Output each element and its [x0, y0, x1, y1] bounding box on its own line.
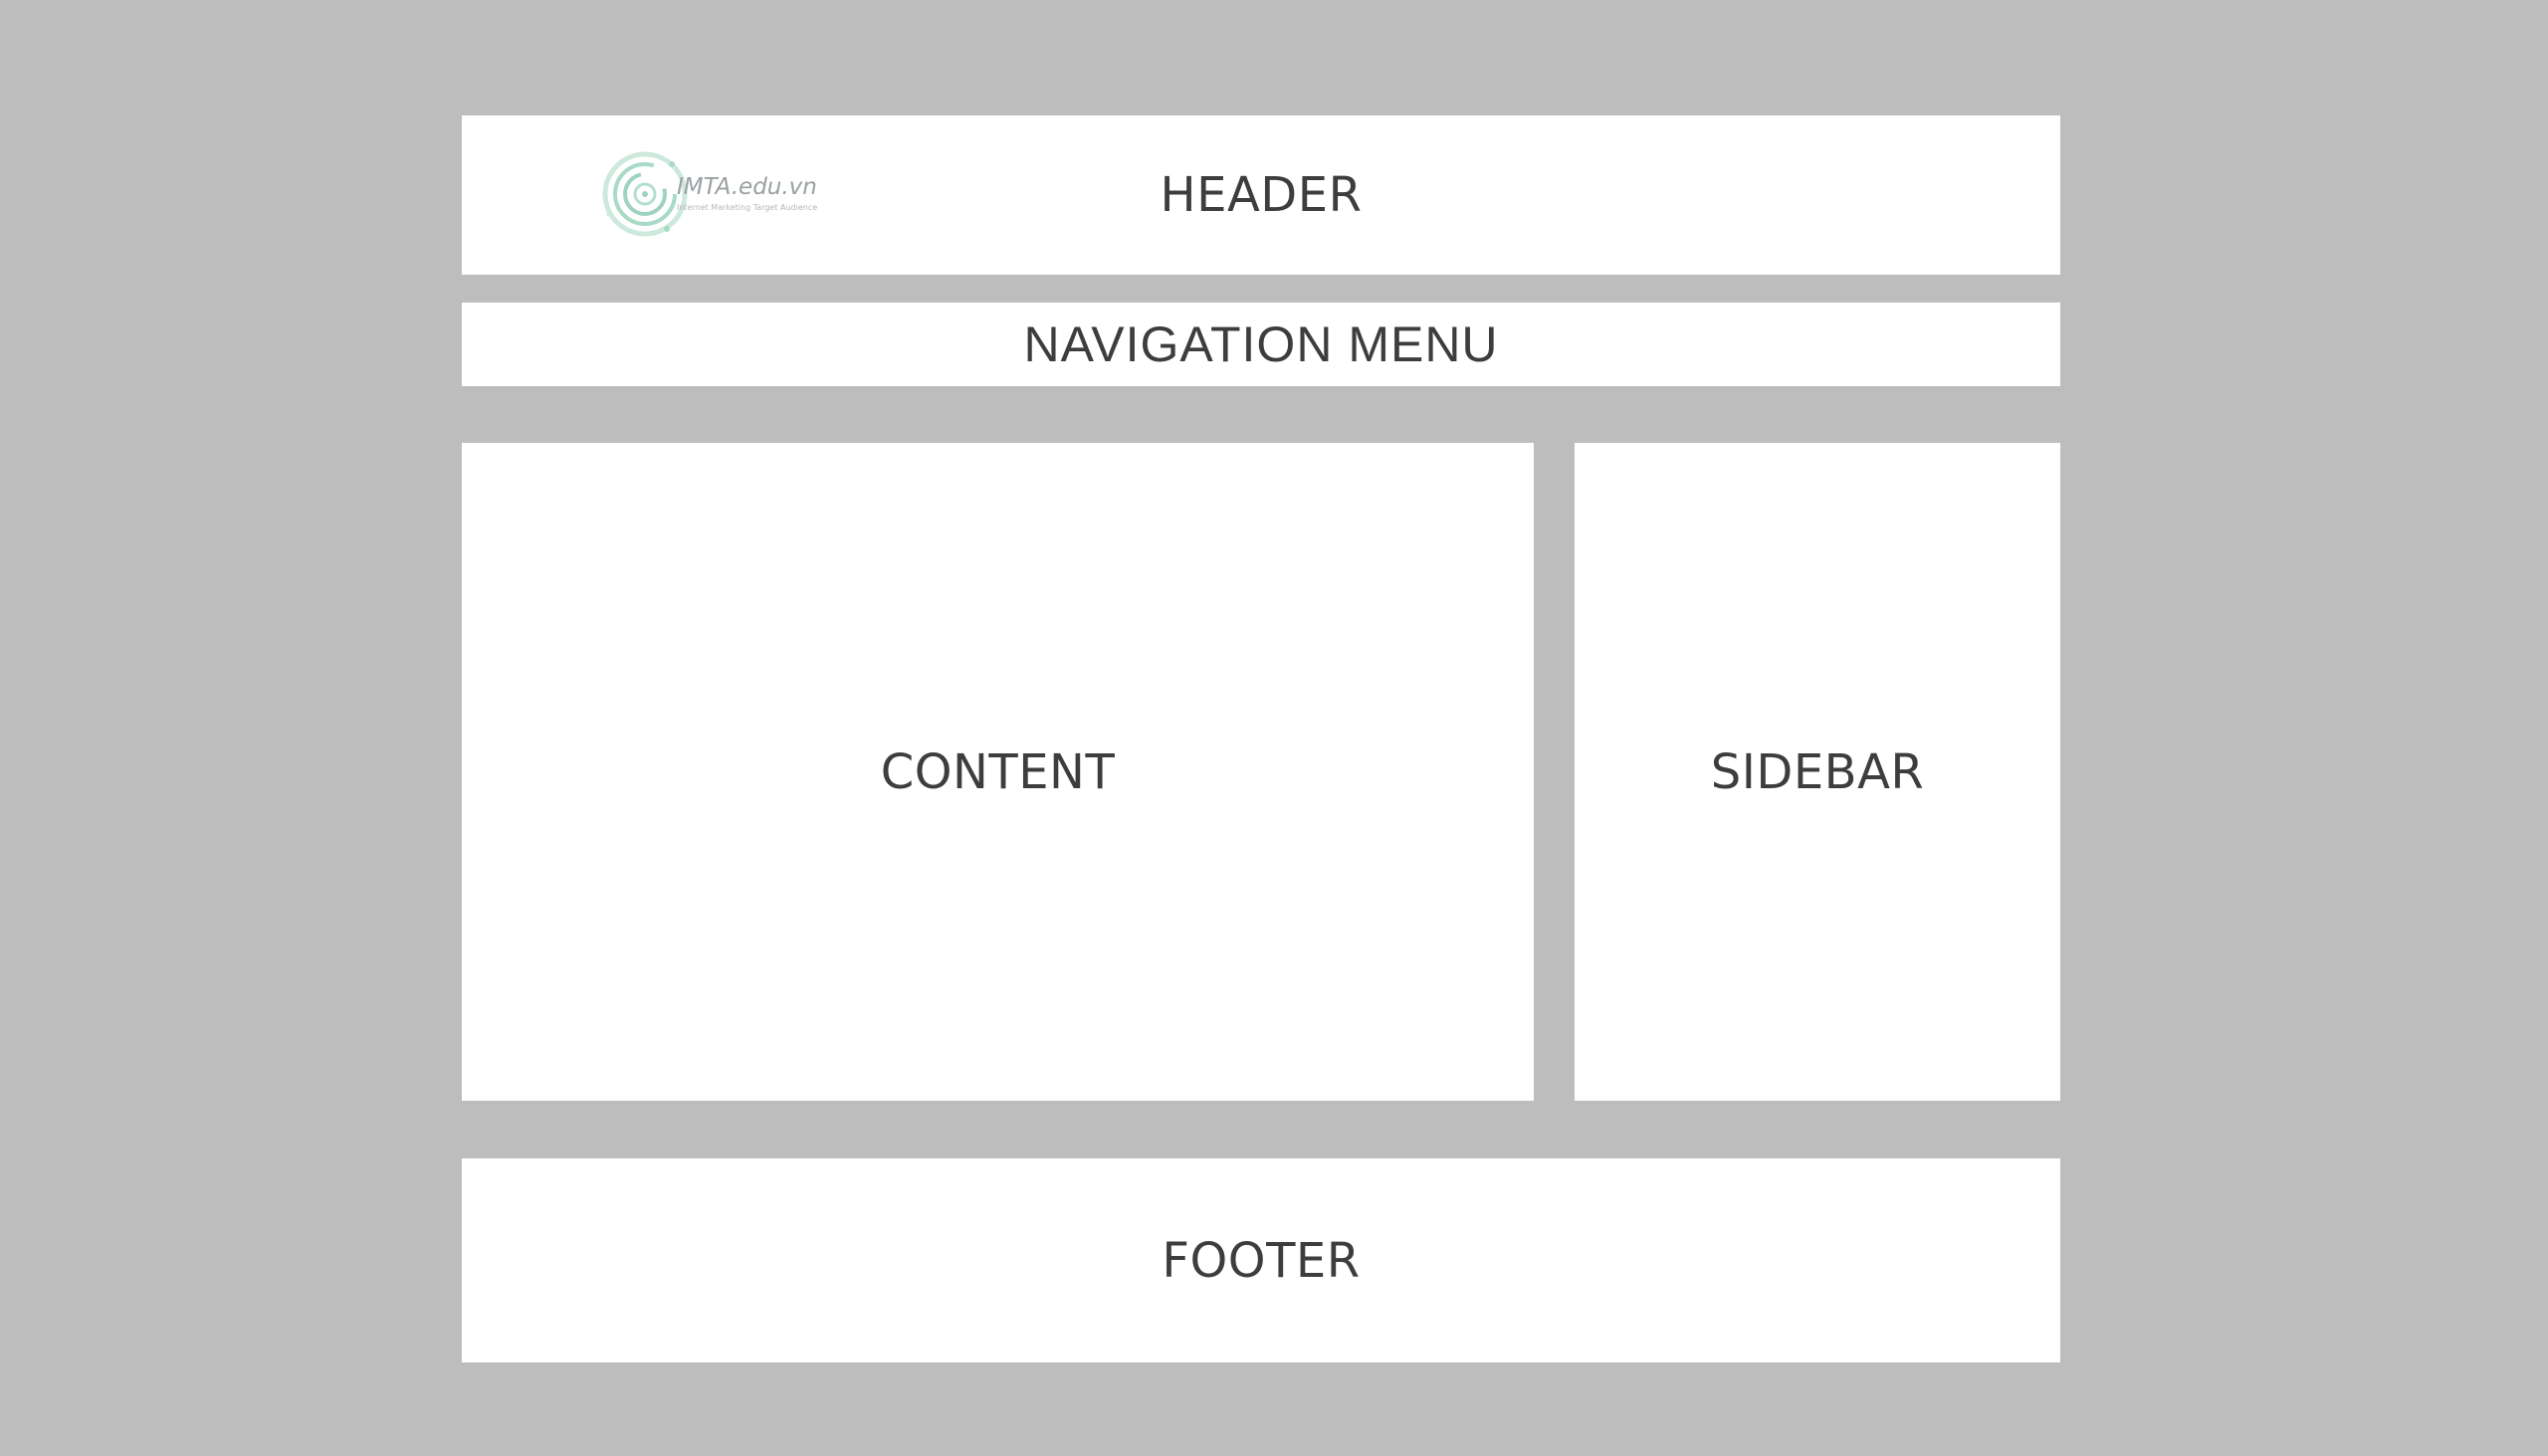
content-label: CONTENT: [880, 743, 1116, 800]
logo-name: IMTA.edu.vn: [677, 174, 817, 200]
logo: IMTA.edu.vn Internet Marketing Target Au…: [597, 144, 817, 244]
circular-logo-icon: [602, 151, 688, 237]
sidebar-label: SIDEBAR: [1710, 743, 1925, 800]
navigation-menu-label: NAVIGATION MENU: [1023, 316, 1499, 372]
content-box: CONTENT: [462, 443, 1534, 1101]
navigation-menu-box: NAVIGATION MENU: [462, 303, 2060, 386]
sidebar-box: SIDEBAR: [1575, 443, 2060, 1101]
logo-tagline: Internet Marketing Target Audience: [677, 203, 818, 212]
header-box: HEADER: [462, 115, 2060, 275]
footer-box: FOOTER: [462, 1158, 2060, 1362]
header-label: HEADER: [1160, 167, 1363, 223]
footer-label: FOOTER: [1162, 1232, 1361, 1289]
